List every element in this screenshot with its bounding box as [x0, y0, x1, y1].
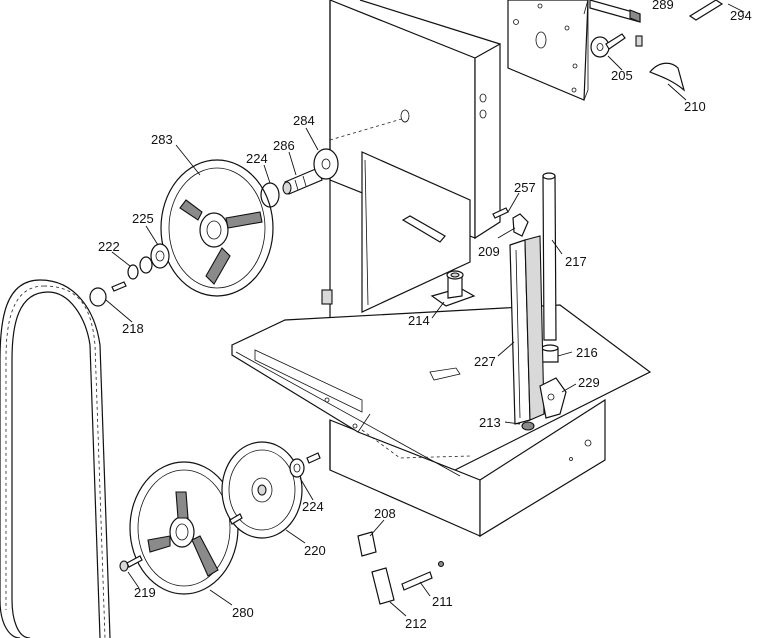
- upper-wheel-283: [160, 159, 274, 297]
- label-224-lower: 224: [302, 499, 324, 514]
- saw-frame: [321, 0, 606, 538]
- lower-wheel-280: [129, 461, 239, 595]
- part-229: [539, 377, 567, 419]
- label-219: 219: [134, 585, 156, 600]
- circlip-224-lower: [289, 452, 321, 478]
- label-220: 220: [304, 543, 326, 558]
- part-209: [401, 213, 529, 243]
- part-208: [357, 531, 377, 557]
- part-212: [371, 567, 395, 605]
- label-280: 280: [232, 605, 254, 620]
- part-210: [649, 62, 686, 92]
- part-289: [589, 0, 641, 23]
- label-214: 214: [408, 313, 430, 328]
- label-222: 222: [98, 239, 120, 254]
- washer-284: [313, 148, 339, 180]
- circlip-222: [127, 256, 153, 280]
- pulley-220: [221, 441, 303, 539]
- label-213: 213: [479, 415, 501, 430]
- label-289: 289: [652, 0, 674, 12]
- label-217: 217: [565, 254, 587, 269]
- leader-lines: [105, 3, 745, 617]
- label-283: 283: [151, 132, 173, 147]
- cap-218: [89, 287, 107, 307]
- part-213: [521, 421, 535, 431]
- label-218: 218: [122, 321, 144, 336]
- part-294: [688, 0, 724, 21]
- label-286: 286: [273, 138, 295, 153]
- label-225: 225: [132, 211, 154, 226]
- label-294: 294: [730, 8, 752, 23]
- label-257: 257: [514, 180, 536, 195]
- part-216: [541, 344, 559, 363]
- label-212: 212: [405, 616, 427, 631]
- label-205: 205: [611, 68, 633, 83]
- part-217: [542, 172, 557, 341]
- label-210: 210: [684, 99, 706, 114]
- part-211: [401, 560, 445, 591]
- part-205: [590, 33, 643, 58]
- axle-286: [282, 167, 323, 195]
- part-227: [509, 235, 545, 425]
- screw-222: [111, 281, 127, 292]
- label-284: 284: [293, 113, 315, 128]
- label-229: 229: [578, 375, 600, 390]
- bearing-225: [150, 243, 170, 269]
- upper-guide-plate: [507, 0, 589, 101]
- bolt-220: [229, 513, 243, 525]
- label-208: 208: [374, 506, 396, 521]
- saw-blade: [0, 279, 111, 638]
- label-209: 209: [478, 244, 500, 259]
- label-211: 211: [432, 594, 453, 609]
- label-227: 227: [474, 354, 496, 369]
- part-214: [430, 270, 476, 307]
- label-224-upper: 224: [246, 151, 268, 166]
- screw-219: [119, 555, 143, 572]
- label-216: 216: [576, 345, 598, 360]
